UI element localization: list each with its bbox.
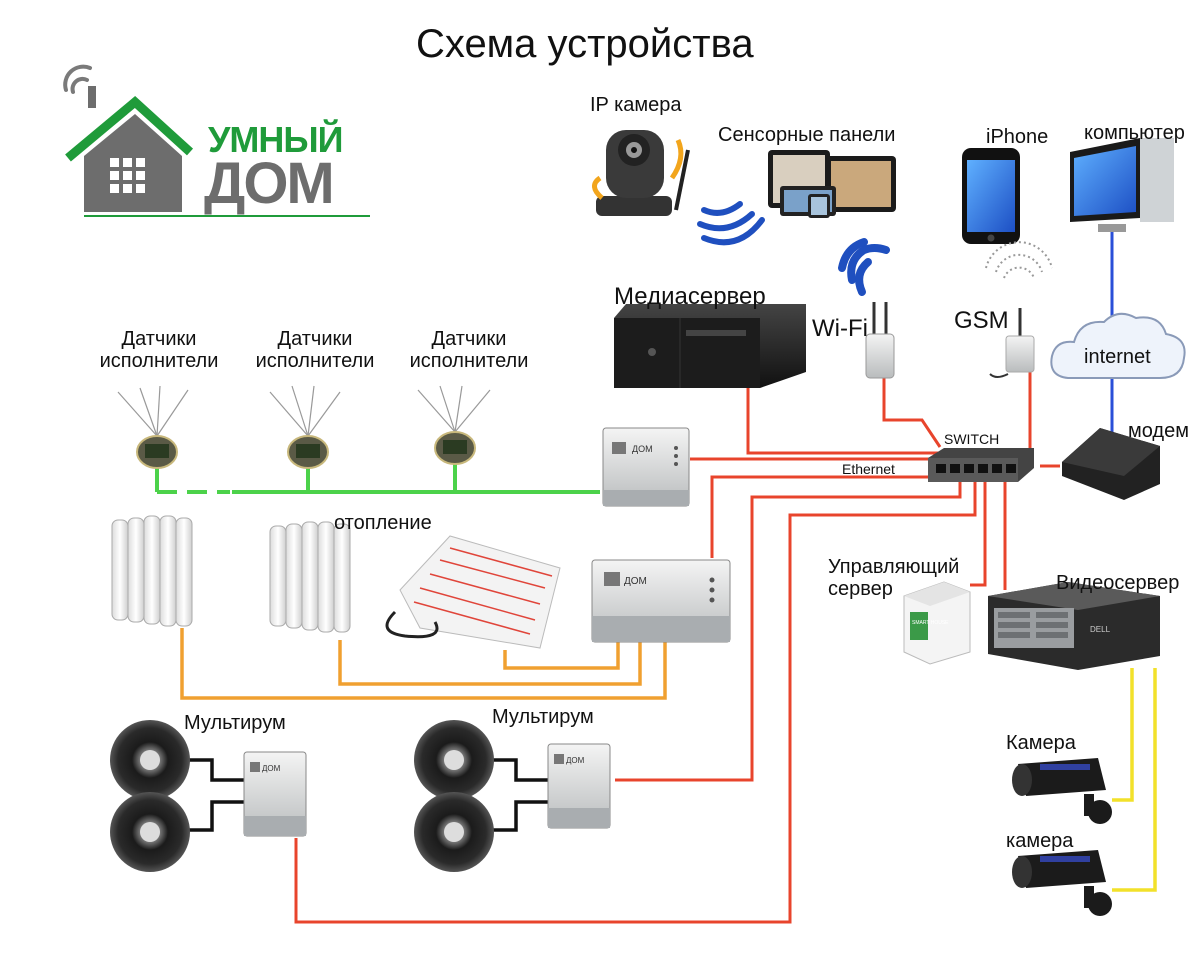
radiator-device <box>269 521 351 633</box>
internet-cloud <box>1050 312 1186 379</box>
computer-label: компьютер <box>1084 122 1185 144</box>
svg-text:ДОМ: ДОМ <box>262 764 281 773</box>
wifi-access-point-device <box>865 302 895 379</box>
svg-text:ДОМ: ДОМ <box>632 444 653 454</box>
camera-label-1: Камера <box>1006 732 1076 754</box>
multiroom-label-1: Мультирум <box>184 712 286 734</box>
radiator-device <box>111 515 193 627</box>
speaker-device <box>414 720 494 800</box>
heating-label: отопление <box>334 512 432 534</box>
control-server-label-line2: сервер <box>828 578 893 600</box>
svg-text:ДОМ: ДОМ <box>624 576 647 587</box>
control-server-device: SMART HOUSE <box>903 581 971 665</box>
sensor-actuator-device <box>117 385 189 469</box>
logo-text-line1: УМНЫЙ <box>208 119 343 160</box>
speaker-device <box>414 792 494 872</box>
iphone-device <box>962 148 1020 244</box>
touch-panels-label: Сенсорные панели <box>718 124 896 146</box>
iphone-label: iPhone <box>986 126 1049 148</box>
cctv-camera-device <box>1012 850 1112 916</box>
din-module-multiroom-1: ДОМ <box>243 751 307 837</box>
cctv-camera-device <box>1012 758 1112 824</box>
wifi-label: Wi-Fi <box>812 315 868 342</box>
page-title: Схема устройства <box>416 22 754 66</box>
computer-device <box>1070 138 1174 232</box>
ip-camera-label: IP камера <box>590 94 682 116</box>
internet-label: internet <box>1084 346 1151 368</box>
heated-floor-mat <box>385 535 561 649</box>
sensor-actuator-device <box>417 385 491 465</box>
video-links <box>1112 668 1157 892</box>
sensors-label-line2: исполнители <box>409 350 529 372</box>
sensors-label-line1: Датчики <box>277 328 353 350</box>
network-switch-device <box>928 448 1034 482</box>
speaker-device <box>110 792 190 872</box>
touch-panels-device <box>768 150 896 218</box>
control-server-label-line1: Управляющий <box>828 556 960 578</box>
audio-wires <box>188 758 548 832</box>
logo-text-line2: ДОМ <box>204 151 335 216</box>
sensors-label-1: Датчики исполнители <box>96 328 222 372</box>
svg-text:SMART HOUSE: SMART HOUSE <box>912 620 949 626</box>
sensors-label-line2: исполнители <box>255 350 375 372</box>
gsm-modem-device <box>985 241 1053 378</box>
media-server-device <box>614 304 806 388</box>
sensors-label-3: Датчики исполнители <box>406 328 532 372</box>
video-server-device: DELL <box>988 582 1160 670</box>
switch-ports <box>936 464 1016 473</box>
wireless-signal-icon <box>985 241 1053 279</box>
video-server-label: Видеосервер <box>1056 572 1180 594</box>
svg-text:DELL: DELL <box>1090 625 1111 634</box>
ip-camera-device <box>592 130 690 216</box>
sensor-bus <box>155 462 600 494</box>
multiroom-label-2: Мультирум <box>492 706 594 728</box>
wifi-signal-icon <box>63 64 92 94</box>
speaker-device <box>110 720 190 800</box>
wireless-signal-icon <box>697 201 765 246</box>
sensors-label-line1: Датчики <box>431 328 507 350</box>
modem-label: модем <box>1128 420 1189 442</box>
sensors-label-2: Датчики исполнители <box>252 328 378 372</box>
logo <box>63 64 370 217</box>
wireless-signal-icon <box>838 238 890 296</box>
ethernet-label: Ethernet <box>842 461 895 477</box>
ethernet-wires <box>294 370 1032 924</box>
sensors-label-line2: исполнители <box>99 350 219 372</box>
din-module-multiroom-2: ДОМ <box>547 743 611 829</box>
sensors-label-line1: Датчики <box>121 328 197 350</box>
camera-label-2: камера <box>1006 830 1074 852</box>
gsm-label: GSM <box>954 307 1009 334</box>
modem-device <box>1062 428 1160 500</box>
svg-text:ДОМ: ДОМ <box>566 756 585 765</box>
din-module-sensors: ДОМ <box>602 427 690 507</box>
din-module-heating: ДОМ <box>591 559 731 643</box>
switch-label: SWITCH <box>944 431 1000 447</box>
control-server-label: Управляющий сервер <box>828 556 959 600</box>
sensor-actuator-device <box>269 385 341 469</box>
heating-pipes <box>180 628 667 700</box>
media-server-title: Медиасервер <box>614 283 766 310</box>
window-icon <box>110 158 145 193</box>
